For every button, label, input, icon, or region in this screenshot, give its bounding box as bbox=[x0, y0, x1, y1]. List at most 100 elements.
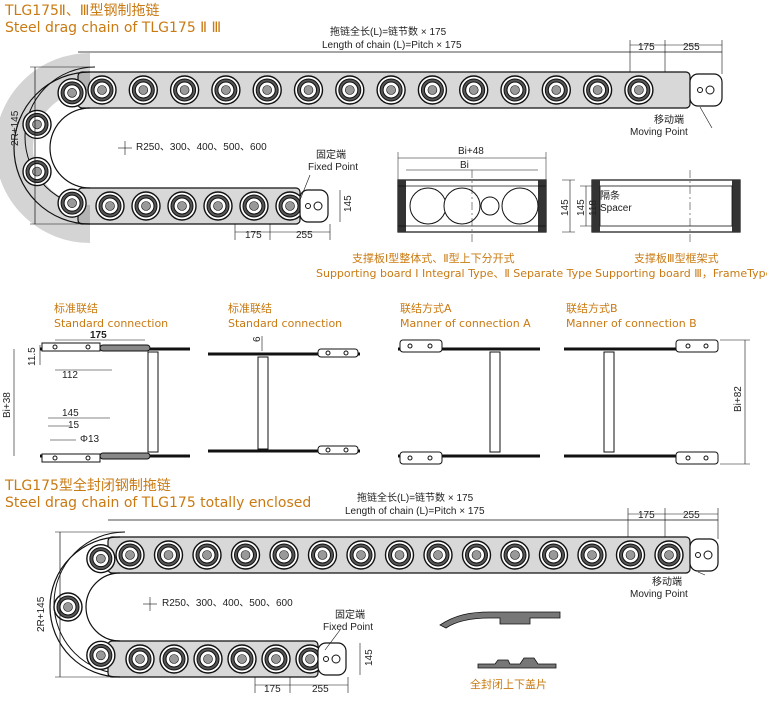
chain-1 bbox=[0, 40, 723, 243]
chain2-dim-175: 175 bbox=[638, 510, 655, 521]
conn-dim-15: 15 bbox=[68, 420, 80, 431]
support2-en: Supporting board Ⅲ，FrameType bbox=[595, 267, 767, 280]
chain-link bbox=[582, 75, 613, 105]
chain1-fixed-en: Fixed Point bbox=[308, 162, 359, 173]
title-chain-2-en: Steel drag chain of TLG175 totally enclo… bbox=[5, 495, 312, 511]
chain-link bbox=[57, 188, 87, 218]
chain-link bbox=[57, 78, 87, 108]
manner-b-en: Manner of connection B bbox=[566, 317, 697, 330]
chain-link bbox=[159, 644, 189, 674]
chain-link bbox=[125, 644, 155, 674]
chain-link bbox=[500, 75, 530, 105]
title-chain-1-cn: TLG175Ⅱ、Ⅲ型钢制拖链 bbox=[5, 3, 160, 19]
conn-dim-112: 112 bbox=[62, 370, 78, 381]
chain-link bbox=[87, 75, 117, 105]
spacer-en: Spacer bbox=[600, 203, 632, 214]
chain2-dim-255: 255 bbox=[683, 510, 700, 521]
title-chain-1-en: Steel drag chain of TLG175 Ⅱ Ⅲ bbox=[5, 20, 222, 36]
chain-link bbox=[307, 540, 338, 570]
chain2-dim-255b: 255 bbox=[312, 684, 329, 695]
chain-link bbox=[22, 156, 52, 187]
section-dim-118: 118 bbox=[588, 200, 599, 216]
chain-link bbox=[22, 109, 52, 140]
chain-link bbox=[654, 540, 684, 570]
std2-en: Standard connection bbox=[228, 317, 343, 330]
chain-link bbox=[53, 592, 83, 622]
conn-dim-bi82: Bi+82 bbox=[733, 386, 744, 412]
chain2-length-cn: 拖链全长(L)=链节数 × 175 bbox=[357, 493, 474, 504]
chain-link bbox=[193, 644, 223, 674]
chain2-length-en: Length of chain (L)=Pitch × 175 bbox=[345, 506, 485, 517]
chain2-moving-en: Moving Point bbox=[630, 589, 688, 600]
chain2-moving-cn: 移动端 bbox=[652, 577, 682, 588]
chain-link bbox=[541, 75, 571, 105]
chain1-length-cn: 拖链全长(L)=链节数 × 175 bbox=[330, 27, 447, 38]
conn-dim-bi38: Bi+38 bbox=[2, 392, 13, 418]
section-view-1 bbox=[397, 152, 575, 245]
chain-link bbox=[346, 540, 376, 570]
support2-cn: 支撑板Ⅲ型框架式 bbox=[634, 252, 719, 265]
chain1-fixed-cn: 固定端 bbox=[316, 150, 346, 161]
conn-dim-6: 6 bbox=[252, 336, 263, 342]
chain-link bbox=[417, 75, 448, 105]
chain-link bbox=[128, 75, 159, 105]
section-dim-145b: 145 bbox=[576, 199, 587, 216]
chain2-dim-175b: 175 bbox=[264, 684, 281, 695]
chain-link bbox=[169, 75, 200, 105]
chain-link bbox=[227, 644, 257, 674]
chain-2 bbox=[49, 508, 719, 693]
chain-link bbox=[500, 540, 530, 570]
chain-link bbox=[624, 75, 654, 105]
chain-link bbox=[615, 540, 646, 570]
chain-link bbox=[192, 540, 222, 570]
chain-link bbox=[538, 540, 569, 570]
std1-en: Standard connection bbox=[54, 317, 169, 330]
conn-dim-phi13: Φ13 bbox=[80, 434, 100, 445]
chain1-height-label: 2R+145 bbox=[10, 110, 21, 146]
conn-dim-11-5: 11.5 bbox=[27, 347, 38, 366]
chain1-moving-en: Moving Point bbox=[630, 127, 688, 138]
cover-plates-label: 全封闭上下盖片 bbox=[470, 678, 547, 691]
std2-cn: 标准联结 bbox=[228, 302, 272, 315]
chain-link bbox=[293, 75, 324, 105]
section-bi: Bi bbox=[460, 160, 469, 171]
chain2-radius-label: R250、300、400、500、600 bbox=[162, 598, 293, 609]
manner-a-cn: 联结方式A bbox=[400, 302, 452, 315]
chain1-length-en: Length of chain (L)=Pitch × 175 bbox=[322, 40, 462, 51]
conn-dim-145: 145 bbox=[62, 408, 79, 419]
chain-link bbox=[239, 191, 269, 221]
support1-cn: 支撑板Ⅰ型整体式、Ⅱ型上下分开式 bbox=[352, 252, 515, 265]
chain-link bbox=[252, 75, 282, 105]
manner-a-en: Manner of connection A bbox=[400, 317, 531, 330]
conn-dim-175: 175 bbox=[90, 330, 107, 341]
chain-link bbox=[211, 75, 241, 105]
chain2-fixed-en: Fixed Point bbox=[323, 622, 374, 633]
chain2-height-label: 2R+145 bbox=[36, 596, 47, 632]
chain-link bbox=[86, 543, 116, 574]
chain-link bbox=[131, 191, 161, 221]
chain2-fixed-cn: 固定端 bbox=[335, 610, 365, 621]
chain-link bbox=[376, 75, 406, 105]
chain-link bbox=[384, 540, 415, 570]
chain-link bbox=[153, 540, 184, 570]
spacer-cn: 隔条 bbox=[600, 191, 620, 202]
chain-link bbox=[95, 191, 125, 221]
section-dim-145a: 145 bbox=[560, 199, 571, 216]
chain-link bbox=[203, 191, 233, 221]
std1-cn: 标准联结 bbox=[54, 302, 98, 315]
chain2-dim-145: 145 bbox=[364, 649, 375, 666]
chain1-dim-145: 145 bbox=[343, 195, 354, 212]
connection-diagrams bbox=[13, 336, 750, 465]
chain1-dim-255: 255 bbox=[683, 42, 700, 53]
manner-b-cn: 联结方式B bbox=[566, 302, 618, 315]
section-view-2 bbox=[580, 170, 741, 245]
chain-link bbox=[423, 540, 453, 570]
chain1-moving-cn: 移动端 bbox=[654, 115, 684, 126]
chain1-dim-175: 175 bbox=[638, 42, 655, 53]
chain-link bbox=[335, 75, 365, 105]
chain-link bbox=[167, 191, 197, 221]
chain1-dim-255b: 255 bbox=[296, 230, 313, 241]
chain-link bbox=[461, 540, 492, 570]
chain1-dim-175b: 175 bbox=[245, 230, 262, 241]
